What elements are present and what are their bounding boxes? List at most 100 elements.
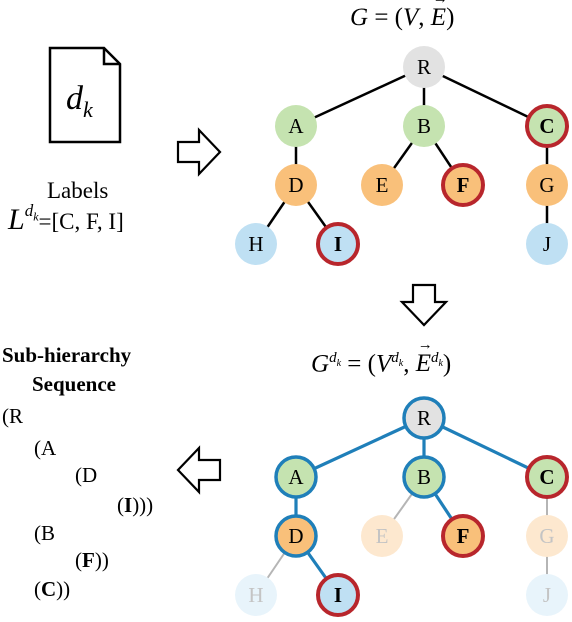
sequence-line: (A [34,436,56,461]
subtitle-edge-arrow: → [417,337,433,354]
node-J: J [526,223,568,265]
edge-R-A [295,416,425,479]
subtitle-sup-k1: k [336,358,342,369]
node-circle [402,396,446,440]
sequence-line: (C)) [34,577,70,602]
node-label: H [248,583,263,607]
edge-R-A [295,65,425,128]
document-symbol: d [66,80,83,117]
labels-list: =[C, F, I] [38,209,124,234]
node-circle [402,455,446,499]
node-circle [235,223,277,265]
seq-text: (R [2,404,23,428]
node-circle [525,104,569,148]
node-label: D [288,173,303,197]
sequence-line: (F)) [75,548,109,573]
left-arrow-icon [176,445,222,495]
node-circle [403,46,445,88]
node-F: F [441,514,485,558]
node-R: R [403,46,445,88]
document-icon [48,46,122,144]
title-comma: , [418,4,431,31]
subtitle-sup-k2: k [398,358,404,369]
node-circle [235,574,277,616]
node-label: R [417,406,431,430]
node-A: A [275,105,317,147]
node-H: H [235,223,277,265]
labels-heading: Labels [47,178,109,203]
node-label: E [376,524,389,548]
title-edge-arrow: → [433,0,448,8]
node-B: B [403,105,445,147]
sequence-line: (D [75,463,97,488]
labels-symbol: L [8,203,25,236]
subtitle-eq: = ( [341,350,376,378]
sequence-line: (R [2,404,23,429]
seq-text: ( [34,577,41,601]
graph-title: G = (V, →E) [350,0,455,32]
node-R: R [402,396,446,440]
node-G: G [526,164,568,206]
node-label: H [248,232,263,256]
node-D: D [274,514,318,558]
node-A: A [274,455,318,499]
node-circle [316,573,360,617]
seq-text: )) [56,577,71,601]
node-circle [361,164,403,206]
seq-text: ( [117,493,124,517]
node-E: E [361,164,403,206]
node-label: B [417,114,431,138]
node-label: R [417,55,431,79]
title-close: ) [446,4,455,31]
node-B: B [402,455,446,499]
node-circle [441,514,485,558]
seq-text: ))) [132,493,154,517]
node-E: E [361,515,403,557]
node-G: G [526,515,568,557]
edge-R-C [423,65,548,128]
seq-text: )) [94,548,109,572]
node-circle [525,455,569,499]
document-label: dk [66,80,93,123]
labels-set: Ldk=[C, F, I] [8,201,124,237]
node-F: F [441,163,485,207]
subtitle-sup-d3: d [430,350,439,366]
sequence-line: (I))) [117,493,153,518]
node-label: D [288,524,303,548]
title-g: G [350,4,369,31]
seq-bold: C [41,577,57,601]
node-label: C [539,465,554,489]
node-label: B [417,465,431,489]
node-label: I [334,583,342,607]
right-arrow-icon [176,127,222,177]
node-label: J [543,232,551,256]
title-eq: = ( [368,4,403,31]
node-H: H [235,574,277,616]
labels-exp-k: k [33,209,39,224]
node-circle [361,515,403,557]
subtitle-comma: , [403,350,416,378]
node-circle [316,222,360,266]
subtitle-e: E [415,350,431,378]
labels-exp-d: d [24,201,34,221]
edge-R-C [423,416,548,479]
down-arrow-icon [399,283,449,327]
node-label: G [539,524,554,548]
node-circle [526,164,568,206]
node-label: C [539,114,554,138]
node-circle [441,163,485,207]
seq-text: (B [34,521,55,545]
node-circle [403,105,445,147]
seq-bold: I [124,493,133,517]
node-I: I [316,222,360,266]
node-label: E [376,173,389,197]
title-v: V [403,4,419,31]
seq-text: (A [34,436,57,460]
seq-text: (D [75,463,98,487]
subgraph-title: Gdk = (Vdk, →Edk) [311,337,452,378]
subtitle-sup-d1: d [329,350,337,366]
subtitle-close: ) [442,350,452,378]
node-circle [274,514,318,558]
